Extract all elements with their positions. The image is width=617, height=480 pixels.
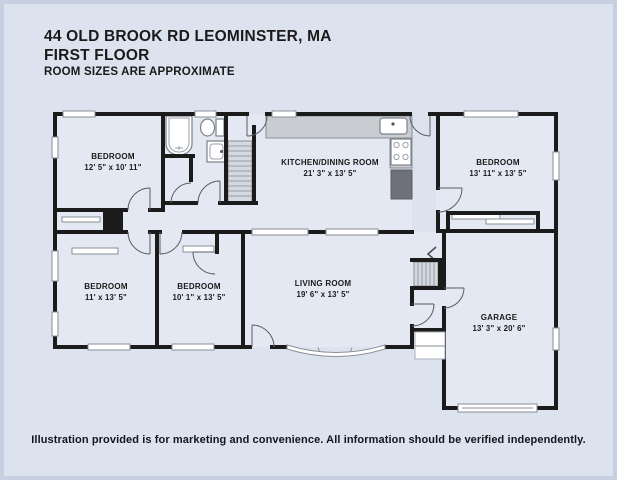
bedroom-tl-door [127, 187, 151, 211]
room-label: GARAGE [481, 313, 518, 322]
burner-icon [402, 141, 409, 149]
room-dims: 13' 3" x 20' 6" [472, 324, 525, 333]
address-title: 44 OLD BROOK RD LEOMINSTER, MA [44, 28, 332, 45]
room-dims: 11' x 13' 5" [85, 293, 127, 302]
exterior-features [286, 331, 446, 360]
front-door [251, 324, 275, 348]
doors [127, 115, 465, 348]
window [51, 136, 59, 159]
room-dims: 12' 5" x 10' 11" [84, 163, 141, 172]
burner-icon [402, 153, 409, 161]
basement-stairs-treads [417, 262, 439, 286]
chimney [103, 210, 123, 232]
bedroom-bm-door [159, 231, 183, 255]
room-dims: 19' 6" x 13' 5" [296, 290, 349, 299]
window [271, 110, 297, 118]
stairs [227, 140, 441, 287]
cased-opening [325, 228, 379, 236]
bedroom-bm-closet-door [192, 251, 216, 275]
floor-title: FIRST FLOOR [44, 47, 150, 64]
toilet-tank [215, 118, 225, 137]
vanity-faucet [220, 150, 223, 153]
garage-entry-door [443, 287, 465, 309]
room-label: BEDROOM [476, 158, 520, 167]
closets [61, 210, 535, 255]
bathroom-door [197, 180, 221, 204]
living-entry-door [411, 303, 435, 327]
closet-slider-right [485, 218, 535, 225]
room-dims: 10' 1" x 13' 5" [172, 293, 225, 302]
window [62, 110, 96, 118]
bedroom-bl-door [127, 231, 151, 255]
refrigerator [390, 169, 413, 200]
toilet-bowl [199, 118, 216, 137]
window [87, 343, 131, 351]
burner-icon [393, 141, 400, 149]
room-label: LIVING ROOM [295, 279, 352, 288]
bathroom-fixtures [165, 115, 227, 163]
cased-opening [251, 228, 309, 236]
disclaimer-text: Illustration provided is for marketing a… [31, 434, 586, 446]
title-block: 44 OLD BROOK RD LEOMINSTER, MA FIRST FLO… [44, 27, 332, 80]
room-label: BEDROOM [177, 282, 221, 291]
window [552, 151, 560, 181]
room-dims: 21' 3" x 13' 5" [303, 169, 356, 178]
bow-window-ticks [317, 347, 353, 352]
approx-note: ROOM SIZES ARE APPROXIMATE [44, 66, 235, 78]
room-label: BEDROOM [84, 282, 128, 291]
back-door [246, 115, 268, 137]
walls [53, 112, 558, 410]
bedroom-bm-closet-shelf [182, 245, 215, 253]
bathroom-closet-door [170, 182, 192, 204]
room-label: KITCHEN/DINING ROOM [281, 158, 379, 167]
bow-window [286, 344, 386, 357]
tub-drain-icon [175, 146, 183, 150]
window [171, 343, 215, 351]
burner-icon [393, 153, 400, 161]
stove [390, 138, 412, 166]
windows [51, 110, 560, 413]
window [552, 327, 560, 351]
kitchen-side-door [409, 115, 431, 137]
kitchen-sink [379, 117, 408, 135]
kitchen-faucet [391, 122, 395, 126]
hall-closet-rod [61, 216, 101, 223]
window [51, 250, 59, 282]
garage-fill [444, 231, 556, 408]
window [51, 311, 59, 337]
window [463, 110, 519, 118]
bedroom-tr-door [437, 187, 463, 213]
window [194, 110, 217, 118]
room-labels: BEDROOM 12' 5" x 10' 11" KITCHEN/DINING … [84, 152, 526, 333]
kitchen-fixtures [265, 115, 413, 200]
room-dims: 13' 11" x 13' 5" [469, 169, 526, 178]
room-label: BEDROOM [91, 152, 135, 161]
bedroom-bl-closet-rod [71, 247, 119, 255]
main-staircase-treads [228, 145, 252, 197]
bathtub-inner [168, 117, 190, 153]
